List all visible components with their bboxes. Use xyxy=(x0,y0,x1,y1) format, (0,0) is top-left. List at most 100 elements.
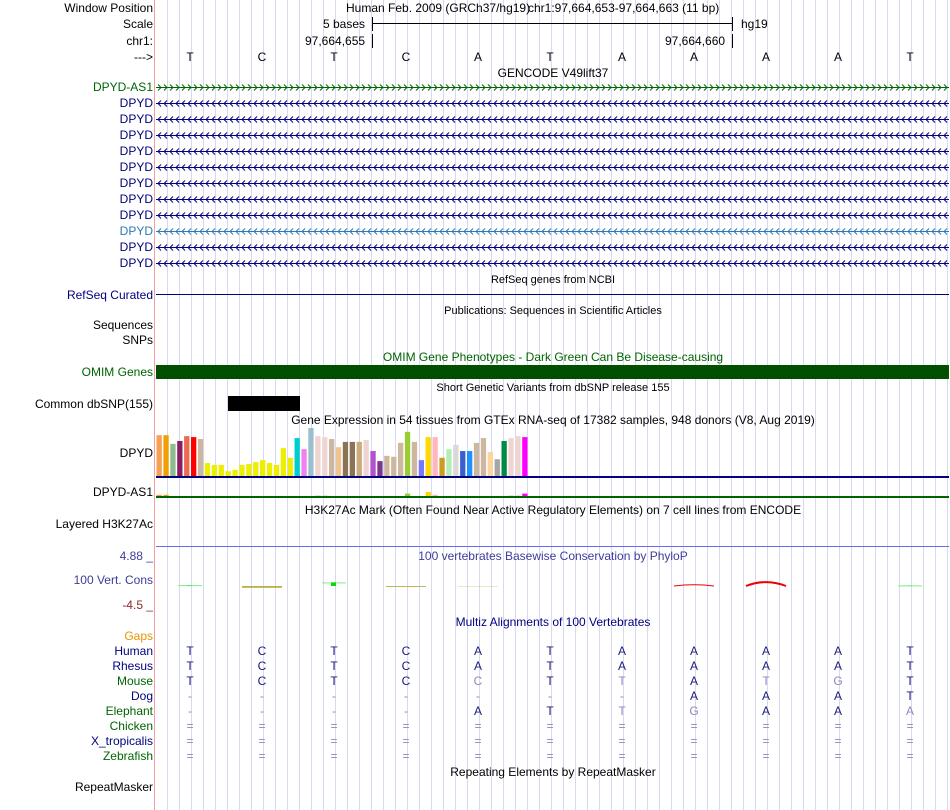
gene-label[interactable]: DPYD xyxy=(119,224,153,238)
gtex-gene1-baseline[interactable] xyxy=(156,476,949,478)
refseq-label[interactable]: RefSeq Curated xyxy=(66,288,153,302)
dbsnp-label[interactable]: Common dbSNP(155) xyxy=(34,397,153,411)
gtex-as1-bar[interactable] xyxy=(322,495,328,496)
gtex-bar[interactable] xyxy=(177,440,183,476)
publications-snps-label[interactable]: SNPs xyxy=(122,333,153,347)
gtex-bar[interactable] xyxy=(335,447,342,476)
species-label[interactable]: Mouse xyxy=(116,674,153,688)
gtex-as1-bar[interactable] xyxy=(156,494,162,496)
gtex-bar[interactable] xyxy=(315,436,321,476)
phylop-chart[interactable] xyxy=(156,570,950,600)
gtex-bar[interactable] xyxy=(287,457,293,476)
gtex-bar[interactable] xyxy=(460,451,466,476)
gene-label[interactable]: DPYD xyxy=(119,192,153,206)
gtex-bar[interactable] xyxy=(273,464,280,476)
gene-model-minus[interactable] xyxy=(156,211,949,220)
gene-label[interactable]: DPYD xyxy=(119,96,153,110)
gene-model-minus[interactable] xyxy=(156,163,949,172)
gene-model-minus[interactable] xyxy=(156,147,949,156)
gene-model-minus[interactable] xyxy=(156,115,949,124)
gtex-as1-bar[interactable] xyxy=(315,495,321,496)
gtex-bar[interactable] xyxy=(515,436,521,476)
gtex-bar[interactable] xyxy=(211,464,217,476)
gene-model-minus[interactable] xyxy=(156,195,949,204)
gene-label[interactable]: DPYD xyxy=(119,256,153,270)
gtex-bar[interactable] xyxy=(480,438,487,476)
gtex-bar[interactable] xyxy=(446,449,452,476)
gtex-bar[interactable] xyxy=(342,441,349,476)
gene-model-plus[interactable] xyxy=(156,83,949,92)
publications-sequences-label[interactable]: Sequences xyxy=(92,318,153,332)
gene-label[interactable]: DPYD xyxy=(119,176,153,190)
species-label[interactable]: Dog xyxy=(130,689,153,703)
gtex-bar[interactable] xyxy=(494,459,500,476)
phylop-mark[interactable] xyxy=(187,585,192,586)
gtex-bar[interactable] xyxy=(280,448,286,476)
gene-model-minus[interactable] xyxy=(156,131,949,140)
gtex-bar[interactable] xyxy=(239,464,245,476)
gtex-bar[interactable] xyxy=(204,463,211,476)
gtex-bar[interactable] xyxy=(356,441,362,476)
gene-label[interactable]: DPYD xyxy=(119,240,153,254)
gtex-as1-bar[interactable] xyxy=(432,494,438,496)
gtex-bar[interactable] xyxy=(370,451,376,476)
gtex-bar[interactable] xyxy=(301,449,307,476)
gtex-gene1-label[interactable]: DPYD xyxy=(119,446,153,460)
gtex-bar[interactable] xyxy=(308,428,314,476)
phylop-mark[interactable] xyxy=(242,586,282,588)
gtex-bar[interactable] xyxy=(363,440,369,476)
gtex-bar[interactable] xyxy=(184,436,190,476)
gene-label[interactable]: DPYD-AS1 xyxy=(92,80,153,94)
species-label[interactable]: Zebrafish xyxy=(102,749,153,763)
species-label[interactable]: Rhesus xyxy=(112,659,153,673)
gtex-bar[interactable] xyxy=(191,437,197,476)
refseq-line[interactable] xyxy=(156,294,949,295)
gtex-bar[interactable] xyxy=(473,442,480,476)
gtex-bar[interactable] xyxy=(418,460,424,476)
phylop-mark[interactable] xyxy=(907,585,912,586)
gtex-bar[interactable] xyxy=(453,444,459,476)
gene-label[interactable]: DPYD xyxy=(119,160,153,174)
gtex-bar[interactable] xyxy=(253,462,259,476)
gtex-bar[interactable] xyxy=(522,437,528,476)
phylop-mark[interactable] xyxy=(386,586,426,587)
gtex-bar[interactable] xyxy=(266,463,273,476)
gtex-gene2-baseline[interactable] xyxy=(156,496,949,498)
species-label[interactable]: Human xyxy=(114,644,153,658)
gtex-gene2-label[interactable]: DPYD-AS1 xyxy=(92,485,153,499)
gene-model-minus[interactable] xyxy=(156,259,949,268)
gtex-bar[interactable] xyxy=(391,456,397,476)
gtex-as1-bar[interactable] xyxy=(522,493,528,496)
gene-model-minus[interactable] xyxy=(156,243,949,252)
gtex-bar[interactable] xyxy=(322,437,328,476)
gtex-bar[interactable] xyxy=(225,471,231,476)
species-label[interactable]: Elephant xyxy=(105,704,153,718)
gene-model-minus[interactable] xyxy=(156,99,949,108)
gene-model-minus[interactable] xyxy=(156,179,949,188)
gtex-bar[interactable] xyxy=(163,435,169,476)
repeatmasker-label[interactable]: RepeatMasker xyxy=(74,780,153,794)
gene-model-minus[interactable] xyxy=(156,227,949,236)
gtex-bar[interactable] xyxy=(197,439,204,476)
gtex-bar[interactable] xyxy=(246,464,252,476)
gtex-bar[interactable] xyxy=(439,457,445,476)
gtex-bar[interactable] xyxy=(425,437,431,476)
gtex-bar[interactable] xyxy=(232,469,238,476)
gtex-bar[interactable] xyxy=(294,438,300,476)
species-label[interactable]: X_tropicalis xyxy=(90,734,153,748)
phylop-mark[interactable] xyxy=(673,584,715,587)
gtex-bar[interactable] xyxy=(260,460,266,476)
phylop-mark[interactable] xyxy=(331,582,336,586)
gtex-bar[interactable] xyxy=(218,464,224,476)
gtex-bar[interactable] xyxy=(398,442,404,476)
gtex-bar[interactable] xyxy=(467,451,473,476)
gene-label[interactable]: DPYD xyxy=(119,112,153,126)
gtex-bar[interactable] xyxy=(432,437,438,476)
gene-label[interactable]: DPYD xyxy=(119,144,153,158)
gtex-bar[interactable] xyxy=(508,438,514,476)
gtex-as1-bar[interactable] xyxy=(508,495,514,496)
dbsnp-variant[interactable] xyxy=(228,396,300,411)
gtex-bar[interactable] xyxy=(411,441,418,476)
gtex-bar[interactable] xyxy=(170,443,176,476)
